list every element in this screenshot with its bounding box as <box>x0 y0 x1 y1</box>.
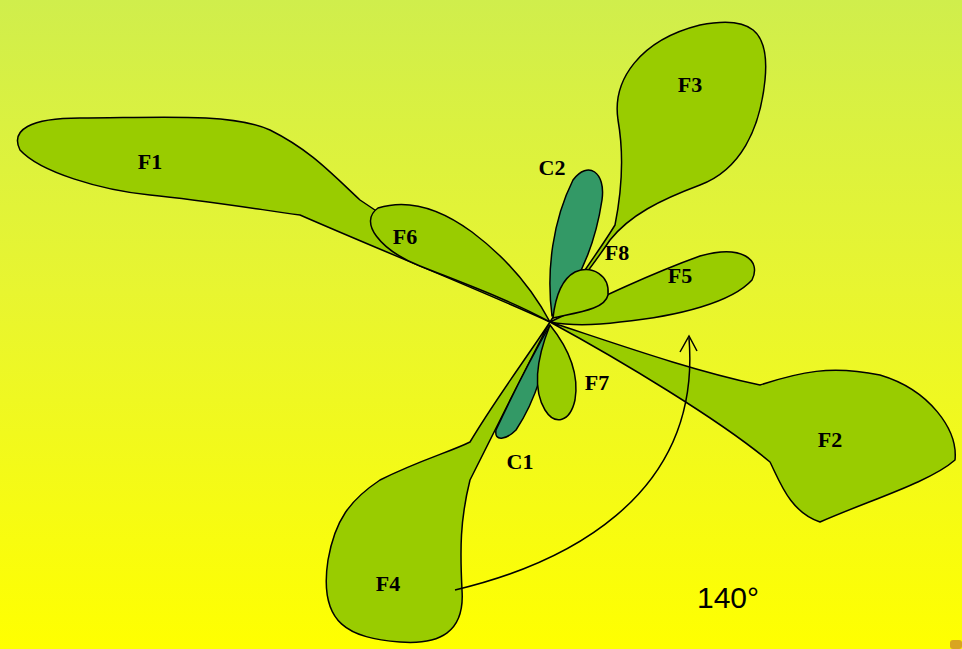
part-label: F8 <box>605 242 629 264</box>
angle-arrow <box>455 338 690 590</box>
arrow-head <box>680 336 697 352</box>
angle-label: 140° <box>697 583 759 613</box>
leaf <box>550 322 955 522</box>
leaf <box>537 325 576 420</box>
part-label: F7 <box>585 372 609 394</box>
part-label: F3 <box>678 74 702 96</box>
part-label: C1 <box>507 451 534 473</box>
leaf <box>18 117 551 322</box>
leaf <box>553 270 608 318</box>
leaf <box>370 204 550 322</box>
part-label: F4 <box>376 573 400 595</box>
part-label: F6 <box>393 226 417 248</box>
corner-icon <box>950 640 962 649</box>
leaf <box>326 322 550 642</box>
leaf <box>550 252 755 325</box>
part-label: F2 <box>818 429 842 451</box>
part-label: F1 <box>138 151 162 173</box>
part-label: F5 <box>668 265 692 287</box>
part-label: C2 <box>539 157 566 179</box>
